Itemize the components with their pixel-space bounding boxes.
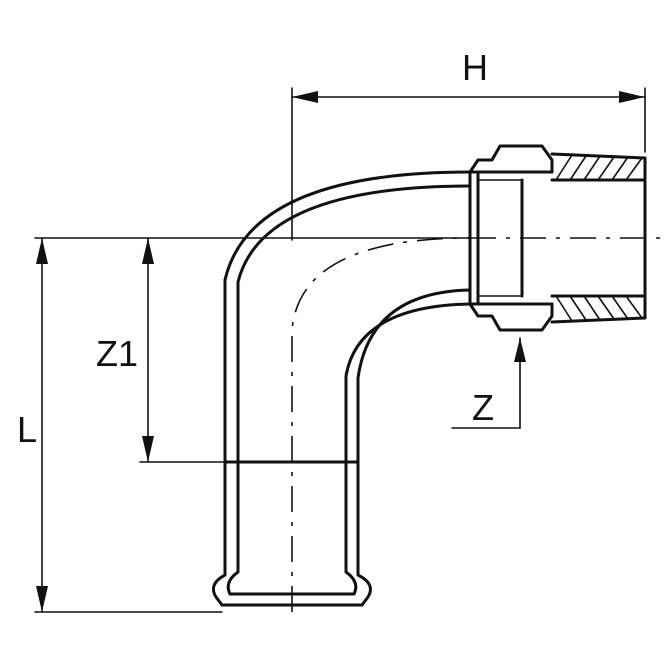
dim-Z1-arrow-bottom xyxy=(142,436,154,462)
socket-left-wall-inner xyxy=(226,460,240,596)
dim-L-arrow-bottom xyxy=(36,586,48,612)
hex-nut-top xyxy=(468,144,554,174)
center-lines xyxy=(291,237,660,612)
dimension-Z: Z xyxy=(451,337,526,429)
hex-nut-bottom xyxy=(468,302,554,332)
dimension-H: H xyxy=(291,47,646,241)
thread-hatching-top xyxy=(555,154,643,181)
thread-top-crest xyxy=(550,152,647,160)
dimension-Z1: Z1 xyxy=(96,237,226,463)
elbow-body xyxy=(223,170,472,464)
dim-L-arrow-top xyxy=(36,238,48,264)
label-Z1: Z1 xyxy=(96,333,138,374)
elbow-outer-wall-inner-line xyxy=(236,184,472,464)
dim-Z-arrow xyxy=(514,338,526,362)
elbow-inner-wall xyxy=(356,288,472,464)
dimension-L: L xyxy=(17,237,471,613)
press-socket xyxy=(212,460,372,607)
dim-H-arrow-left xyxy=(292,91,318,103)
elbow-centerline-arc xyxy=(291,237,471,612)
elbow-inner-wall-inner-line xyxy=(344,302,472,464)
label-H: H xyxy=(462,47,488,88)
socket-right-wall-inner xyxy=(344,460,358,596)
dim-H-arrow-right xyxy=(619,91,645,103)
socket-right-wall xyxy=(356,460,372,607)
label-L: L xyxy=(17,409,37,450)
thread-hatching-bottom xyxy=(555,295,643,322)
socket-left-wall xyxy=(212,460,227,607)
dim-Z1-arrow-top xyxy=(142,238,154,264)
thread-bottom-crest xyxy=(550,316,647,324)
label-Z: Z xyxy=(472,387,494,428)
